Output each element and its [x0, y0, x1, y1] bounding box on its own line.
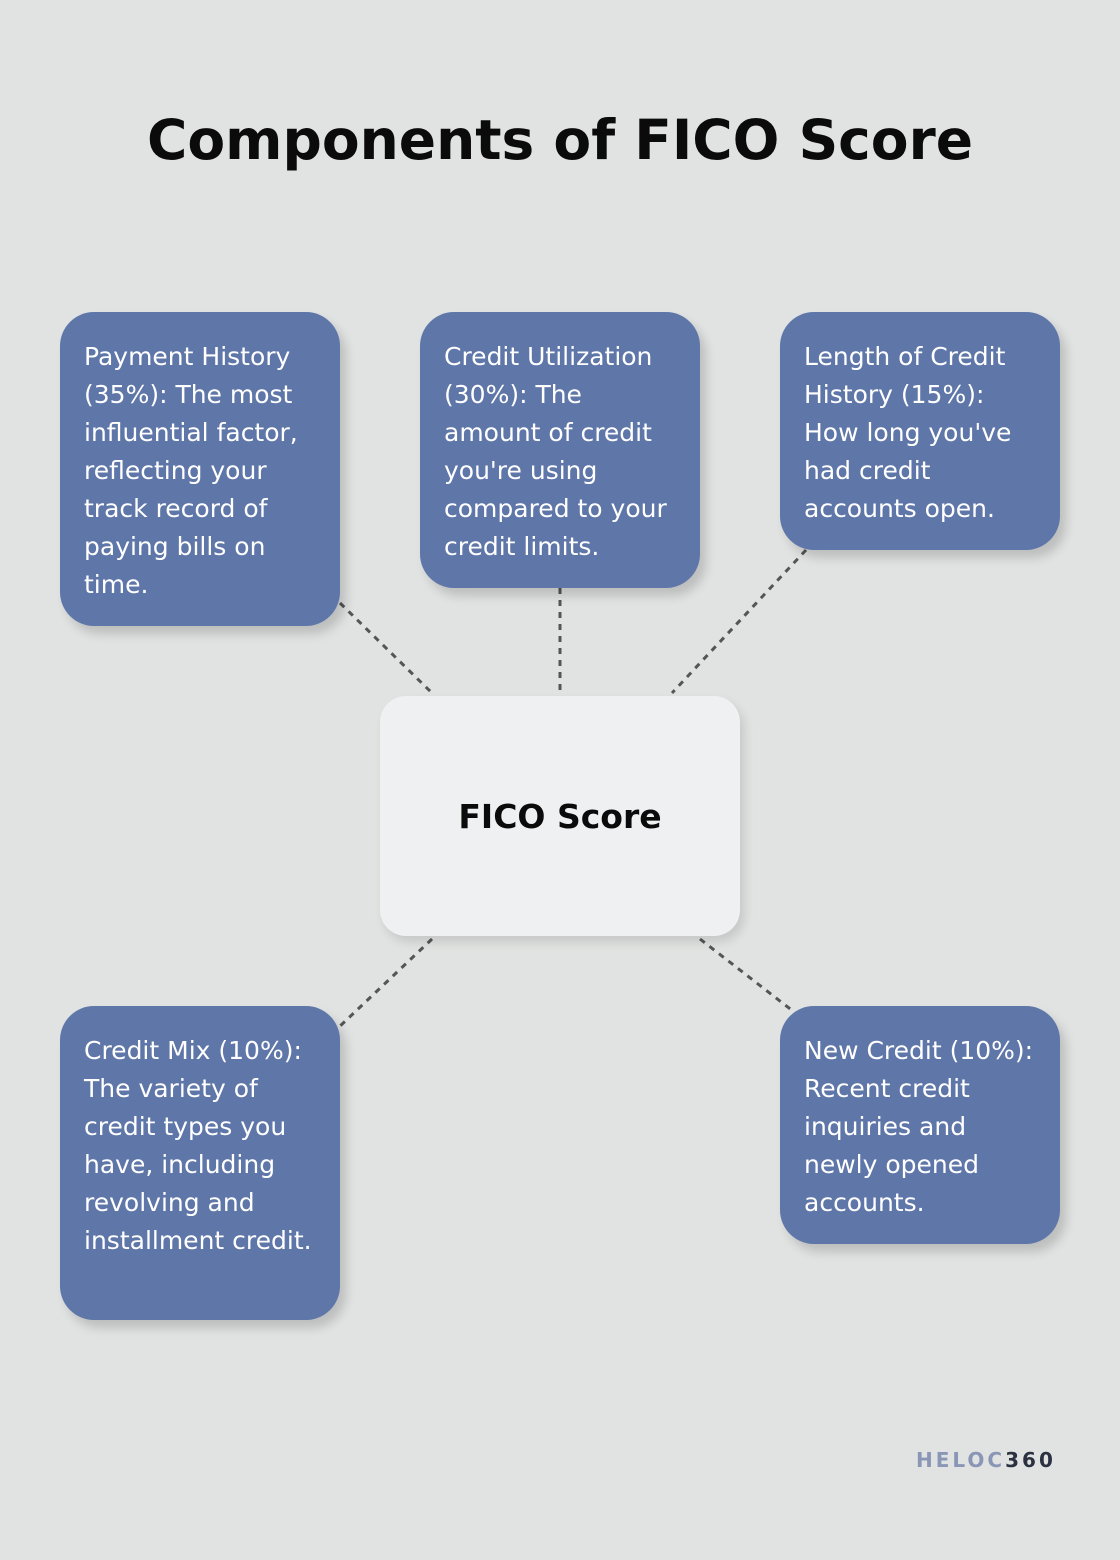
component-text: Credit Utilization (30%): The amount of … [444, 342, 667, 561]
center-node-fico-score: FICO Score [380, 696, 740, 936]
component-text: Payment History (35%): The most influent… [84, 342, 298, 599]
component-text: Length of Credit History (15%): How long… [804, 342, 1012, 523]
component-text: Credit Mix (10%): The variety of credit … [84, 1036, 312, 1255]
component-box-credit-utilization: Credit Utilization (30%): The amount of … [420, 312, 700, 588]
component-box-payment-history: Payment History (35%): The most influent… [60, 312, 340, 626]
component-box-length-of-credit-history: Length of Credit History (15%): How long… [780, 312, 1060, 550]
connector-length-history [670, 548, 808, 695]
brand-logo: HELOC 360 [916, 1448, 1056, 1472]
logo-text-360: 360 [1005, 1448, 1056, 1472]
connector-new-credit [699, 937, 799, 1017]
connector-payment-history [338, 601, 434, 695]
component-text: New Credit (10%): Recent credit inquirie… [804, 1036, 1034, 1217]
connector-credit-mix [336, 937, 434, 1030]
center-label: FICO Score [458, 796, 662, 836]
page-title: Components of FICO Score [147, 108, 973, 172]
component-box-credit-mix: Credit Mix (10%): The variety of credit … [60, 1006, 340, 1320]
component-box-new-credit: New Credit (10%): Recent credit inquirie… [780, 1006, 1060, 1244]
logo-text-heloc: HELOC [916, 1448, 1006, 1472]
